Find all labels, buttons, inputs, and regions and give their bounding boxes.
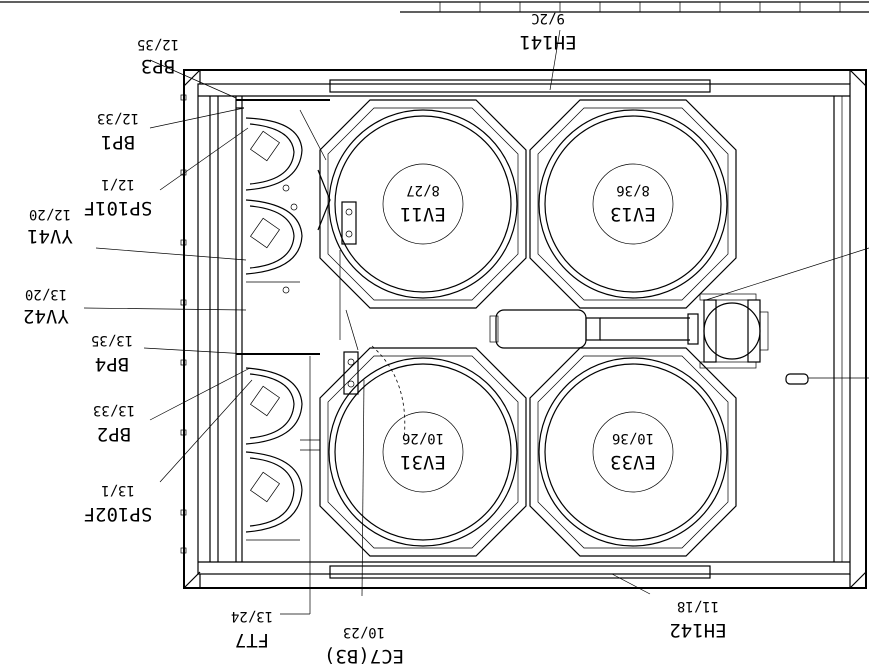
label-ev33-ref: 10/36	[612, 430, 654, 446]
label-yv41: 12/20 YV41	[27, 206, 73, 247]
label-sp102f: 13/1 SP102F	[84, 482, 153, 525]
label-ec7-ref: 10/23	[343, 624, 385, 640]
label-ev31: 10/26 EV31	[400, 430, 446, 473]
label-ft7-name: FT7	[235, 629, 269, 651]
label-eh141-ref: 9/2C	[531, 10, 565, 26]
label-sp101f-ref: 12/1	[101, 176, 135, 192]
label-eh142: 11/18 EH142	[669, 598, 726, 641]
valve-group-lower	[245, 367, 320, 541]
label-bp1-name: BP1	[101, 131, 135, 153]
label-yv42-name: YV42	[23, 305, 69, 327]
label-ev13-ref: 8/36	[616, 182, 650, 198]
label-yv42-ref: 13/20	[25, 286, 67, 302]
label-bp4: 13/35 BP4	[91, 332, 133, 375]
label-eh142-ref: 11/18	[677, 598, 719, 614]
label-sp101f-name: SP101F	[84, 197, 153, 219]
label-ev11: 8/27 EV11	[400, 182, 446, 225]
label-ev11-name: EV11	[400, 203, 446, 225]
label-sp102f-name: SP102F	[84, 503, 153, 525]
label-ft7: 13/24 FT7	[231, 608, 273, 651]
title-block-strip	[0, 1, 869, 13]
label-bp2-ref: 13/33	[93, 402, 135, 418]
label-ev31-ref: 10/26	[402, 430, 444, 446]
label-bp4-name: BP4	[95, 353, 129, 375]
label-bp3: 12/35 BP3	[137, 36, 179, 77]
label-eh141: 9/2C EH141	[519, 10, 576, 53]
frame	[180, 69, 867, 589]
label-bp2-name: BP2	[97, 423, 131, 445]
label-ev13-name: EV13	[610, 203, 656, 225]
label-bp3-ref: 12/35	[137, 36, 179, 52]
label-eh142-name: EH142	[669, 619, 726, 641]
label-ev13: 8/36 EV13	[610, 182, 656, 225]
valve-group-upper	[245, 117, 303, 294]
label-yv42: 13/20 YV42	[23, 286, 69, 327]
label-ec7-name: EC7(B3)	[324, 645, 404, 667]
filter-ev31	[319, 347, 527, 557]
label-bp1-ref: 12/33	[97, 110, 139, 126]
label-yv41-name: YV41	[27, 225, 73, 247]
filter-ev33	[529, 347, 737, 557]
label-sp102f-ref: 13/1	[101, 482, 135, 498]
label-yv41-ref: 12/20	[29, 206, 71, 222]
label-eh141-name: EH141	[519, 31, 576, 53]
central-bracket	[299, 109, 406, 441]
label-bp3-name: BP3	[141, 55, 175, 77]
heater-eh142-bar	[329, 565, 711, 579]
sensor-manifold-lines	[236, 99, 330, 355]
label-sp101f: 12/1 SP101F	[84, 176, 153, 219]
label-bp2: 13/33 BP2	[93, 402, 135, 445]
label-ev33-name: EV33	[610, 451, 656, 473]
center-pipe-assembly	[489, 293, 769, 369]
heater-eh141-bar	[329, 79, 711, 93]
right-fitting	[785, 373, 809, 385]
filter-ev13	[529, 99, 737, 309]
label-bp1: 12/33 BP1	[97, 110, 139, 153]
label-ev33: 10/36 EV33	[610, 430, 656, 473]
label-ft7-ref: 13/24	[231, 608, 273, 624]
label-ev11-ref: 8/27	[406, 182, 440, 198]
filter-ev11	[319, 99, 527, 309]
label-bp4-ref: 13/35	[91, 332, 133, 348]
label-ec7: 10/23 EC7(B3)	[324, 624, 404, 667]
label-ev31-name: EV31	[400, 451, 446, 473]
leader-lines	[83, 29, 869, 615]
